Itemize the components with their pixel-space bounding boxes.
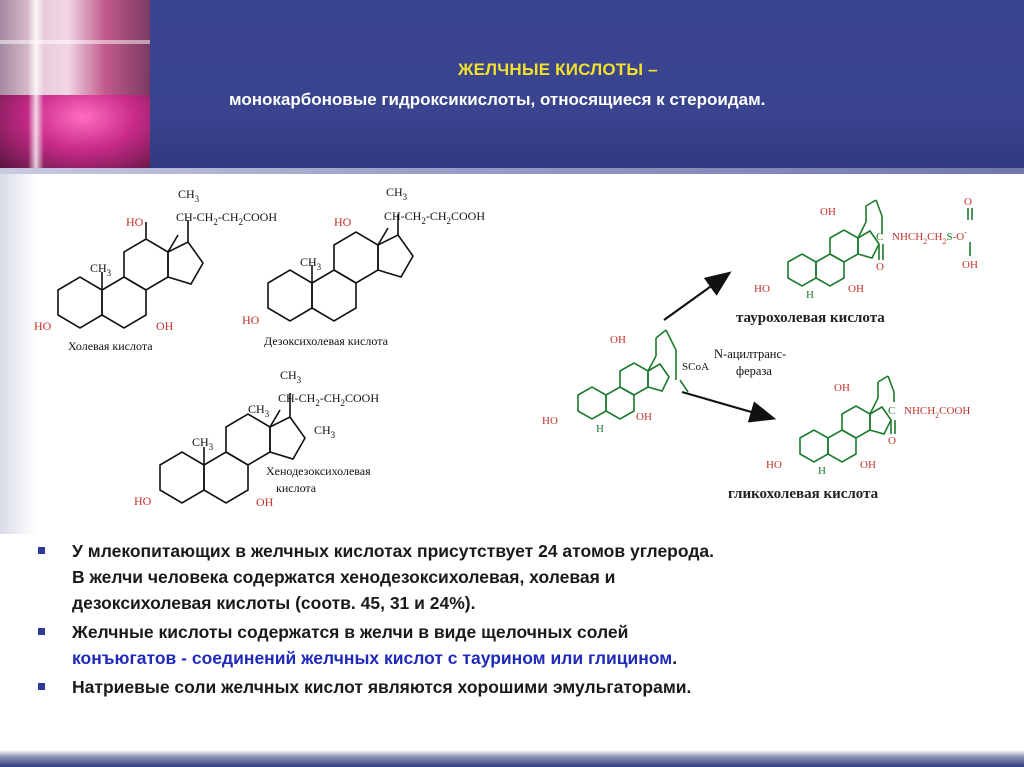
cholyl-h: H xyxy=(596,423,604,435)
cholic-acid-labels: CH3 CH-CH2-CH2COOH CH3 HO HO OH Холевая … xyxy=(34,187,277,353)
tauro-h: H xyxy=(806,289,814,301)
glycocholic-name: гликохолевая кислота xyxy=(728,486,879,502)
cheno-ho-3: HO xyxy=(134,494,152,508)
deoxycholic-chain: CH-CH2-CH2COOH xyxy=(384,209,485,226)
slide-title: ЖЕЛЧНЫЕ КИСЛОТЫ – xyxy=(458,60,658,79)
slide-subtitle: монокарбоновые гидроксикислоты, относящи… xyxy=(229,90,766,109)
cholic-name: Холевая кислота xyxy=(68,339,153,353)
taurocholic-labels: OH C NHCH2CH2S-O- O OH O HO H OH таурохо… xyxy=(736,196,978,326)
cholic-ch3-top: CH3 xyxy=(178,187,200,204)
cholic-ch3-ring: CH3 xyxy=(90,261,112,278)
tauro-o: O xyxy=(876,261,884,273)
cholic-oh-7: OH xyxy=(156,319,174,333)
glyco-oh-top: OH xyxy=(834,382,850,394)
tauro-oh: OH xyxy=(848,283,864,295)
scheme-side-strip xyxy=(0,174,36,534)
glycocholic-labels: OH C NHCH2COOH O HO H OH гликохолевая ки… xyxy=(728,382,970,502)
bullet-1-line-2: В желчи человека содержатся хенодезоксих… xyxy=(72,567,616,587)
cholyl-coa-labels: OH SCoA HO H OH xyxy=(542,334,709,435)
deoxycholic-acid-labels: CH3 CH-CH2-CH2COOH CH3 HO HO Дезоксихоле… xyxy=(242,185,485,348)
tauro-chain: NHCH2CH2S-O- xyxy=(892,228,967,246)
arrow-to-glycocholic xyxy=(681,390,777,423)
bullet-2-line-1: Желчные кислоты содержатся в желчи в вид… xyxy=(72,622,629,642)
tauro-o-top: O xyxy=(964,196,972,208)
glyco-ho: HO xyxy=(766,459,782,471)
cheno-ch3-top: CH3 xyxy=(280,368,302,385)
chenodeoxycholic-acid-labels: CH3 CH-CH2-CH2COOH CH3 CH3 CH3 HO OH Хен… xyxy=(134,368,379,509)
cholyl-ho: HO xyxy=(542,415,558,427)
glyco-c: C xyxy=(888,405,895,417)
cholic-ho-3: HO xyxy=(34,319,52,333)
deoxycholic-ch3-ring: CH3 xyxy=(300,255,322,272)
bullet-1-line-3: дезоксихолевая кислоты (соотв. 45, 31 и … xyxy=(72,593,476,613)
bullet-square-icon xyxy=(38,683,45,690)
flask-liquid xyxy=(0,95,150,168)
deoxycholic-name: Дезоксихолевая кислота xyxy=(264,334,389,348)
bullet-1-line-1: У млекопитающих в желчных кислотах прису… xyxy=(72,541,715,561)
bullet-item-3: Натриевые соли желчных кислот являются х… xyxy=(38,674,998,700)
tauro-c: C xyxy=(876,231,883,243)
glyco-o: O xyxy=(888,435,896,447)
cholyl-oh: OH xyxy=(636,411,652,423)
taurocholic-name: таурохолевая кислота xyxy=(736,310,885,326)
enzyme-label-1: N-ацилтранс- xyxy=(714,347,786,361)
cheno-oh-7: OH xyxy=(256,495,274,509)
glyco-chain: NHCH2COOH xyxy=(904,405,970,420)
bullet-square-icon xyxy=(38,628,45,635)
tauro-oh-s: OH xyxy=(962,259,978,271)
cheno-name-2: кислота xyxy=(276,481,317,495)
bullet-2-period: . xyxy=(672,648,678,668)
cholyl-scoa: SCoA xyxy=(682,361,709,373)
cholyl-coa-structure xyxy=(577,329,689,420)
arrow-to-taurocholic xyxy=(663,271,732,321)
cheno-ch3-ring2: CH3 xyxy=(192,435,214,452)
header-band xyxy=(0,0,1024,168)
footer-band xyxy=(0,750,1024,767)
cheno-ch3-side: CH3 xyxy=(314,423,336,440)
flask-image xyxy=(0,0,150,168)
glycocholic-structure xyxy=(799,375,896,463)
bullet-list: У млекопитающих в желчных кислотах прису… xyxy=(38,538,998,703)
glyco-h: H xyxy=(818,465,826,477)
deoxycholic-ho-3: HO xyxy=(242,313,260,327)
chenodeoxycholic-acid-structure xyxy=(159,393,306,504)
chemistry-scheme: CH3 CH-CH2-CH2COOH CH3 HO HO OH Холевая … xyxy=(34,185,978,509)
cholyl-oh-top: OH xyxy=(610,334,626,346)
bullet-item-1: У млекопитающих в желчных кислотах прису… xyxy=(38,538,998,616)
bullet-3-line-1: Натриевые соли желчных кислот являются х… xyxy=(72,677,692,697)
cholic-acid-structure xyxy=(57,220,204,329)
taurocholic-structure xyxy=(787,199,973,287)
cholic-chain: CH-CH2-CH2COOH xyxy=(176,210,277,227)
cheno-ch3-ring: CH3 xyxy=(248,402,270,419)
deoxycholic-ch3-top: CH3 xyxy=(386,185,408,202)
cholic-ho-12: HO xyxy=(126,215,144,229)
deoxycholic-ho-12: HO xyxy=(334,215,352,229)
conjugates-highlight: конъюгатов - соединений желчных кислот с… xyxy=(72,648,673,668)
header-divider xyxy=(0,168,1024,174)
cheno-name-1: Хенодезоксихолевая xyxy=(266,464,371,478)
bullet-square-icon xyxy=(38,547,45,554)
glyco-oh: OH xyxy=(860,459,876,471)
bullet-2-line-2: конъюгатов - соединений желчных кислот с… xyxy=(72,645,998,671)
tauro-ho: HO xyxy=(754,283,770,295)
flask-rim xyxy=(0,40,150,44)
enzyme-label-2: фераза xyxy=(736,364,772,378)
cheno-chain: CH-CH2-CH2COOH xyxy=(278,391,379,408)
deoxycholic-acid-structure xyxy=(267,214,414,322)
flask-glare xyxy=(28,0,44,168)
bullet-item-2: Желчные кислоты содержатся в желчи в вид… xyxy=(38,619,998,671)
tauro-oh-top: OH xyxy=(820,206,836,218)
